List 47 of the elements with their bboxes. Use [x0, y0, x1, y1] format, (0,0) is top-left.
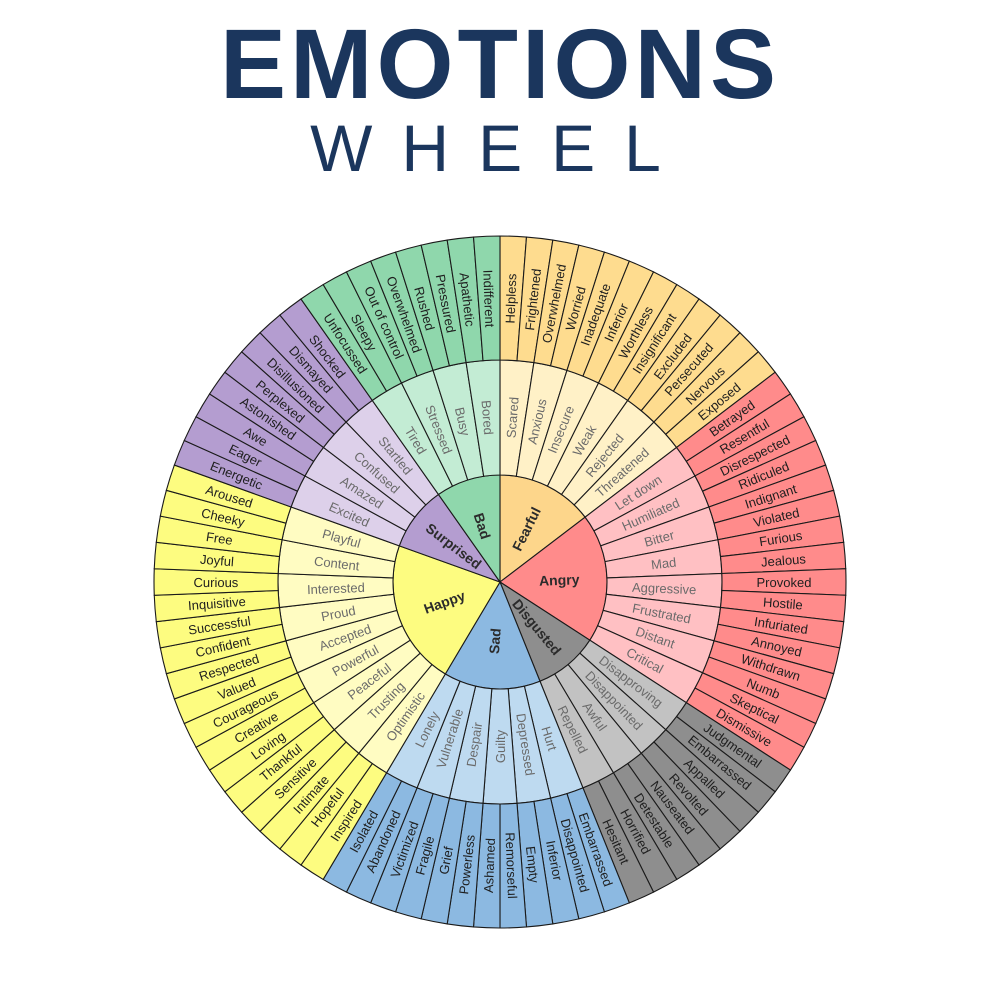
emotion-label: Violated [752, 506, 801, 529]
emotion-label: Inquisitive [187, 595, 246, 612]
emotion-label: Bitter [642, 528, 676, 549]
emotion-label: Bored [479, 400, 496, 436]
emotion-label: Hurt [540, 725, 560, 752]
emotion-label: Remorseful [503, 832, 519, 900]
emotion-label: Ashamed [482, 838, 497, 894]
emotion-label: Successful [187, 614, 252, 637]
emotion-label: Joyful [199, 552, 234, 568]
emotion-label: Playful [320, 526, 362, 550]
emotion-label: Scared [504, 396, 521, 439]
emotion-label: Distant [634, 624, 676, 651]
emotion-label: Provoked [756, 576, 812, 588]
emotion-label: Empty [524, 845, 542, 884]
emotion-label: Furious [758, 528, 804, 548]
emotion-label: Helpless [503, 273, 518, 324]
emotion-label: Aggressive [632, 580, 697, 596]
title: EMOTIONS WHEEL [218, 14, 782, 182]
emotion-segment [482, 688, 518, 805]
emotion-label: Content [312, 554, 360, 572]
emotion-label: Hostile [762, 596, 804, 612]
core-emotion-label: Happy [422, 588, 468, 616]
emotion-label: Mad [650, 555, 677, 572]
emotion-label: Inferior [544, 840, 565, 882]
core-emotion-label: Sad [487, 627, 504, 654]
emotion-label: Anxious [526, 398, 550, 446]
core-emotion-label: Angry [538, 572, 580, 588]
emotion-label: Infuriated [752, 614, 809, 636]
emotion-label: Pressured [434, 272, 458, 334]
emotion-label: Frustrated [631, 601, 692, 626]
emotion-label: Cheeky [200, 506, 246, 529]
emotion-segment [472, 235, 501, 362]
emotion-label: Interested [306, 580, 365, 596]
emotion-label: Curious [194, 576, 238, 588]
emotion-label: Proud [320, 604, 357, 623]
emotion-label: Guilty [494, 730, 507, 764]
emotion-label: Frightened [522, 268, 543, 332]
emotion-label: Busy [452, 406, 472, 438]
emotion-label: Indifferent [481, 269, 496, 328]
emotion-segment [499, 802, 528, 929]
emotion-label: Depressed [514, 712, 536, 777]
emotion-label: Powerless [458, 834, 478, 895]
emotion-label: Grief [436, 846, 456, 876]
emotion-label: Despair [464, 721, 485, 768]
emotion-label: Free [205, 530, 234, 548]
emotion-label: Apathetic [458, 272, 478, 328]
emotion-label: Jealous [760, 552, 806, 568]
